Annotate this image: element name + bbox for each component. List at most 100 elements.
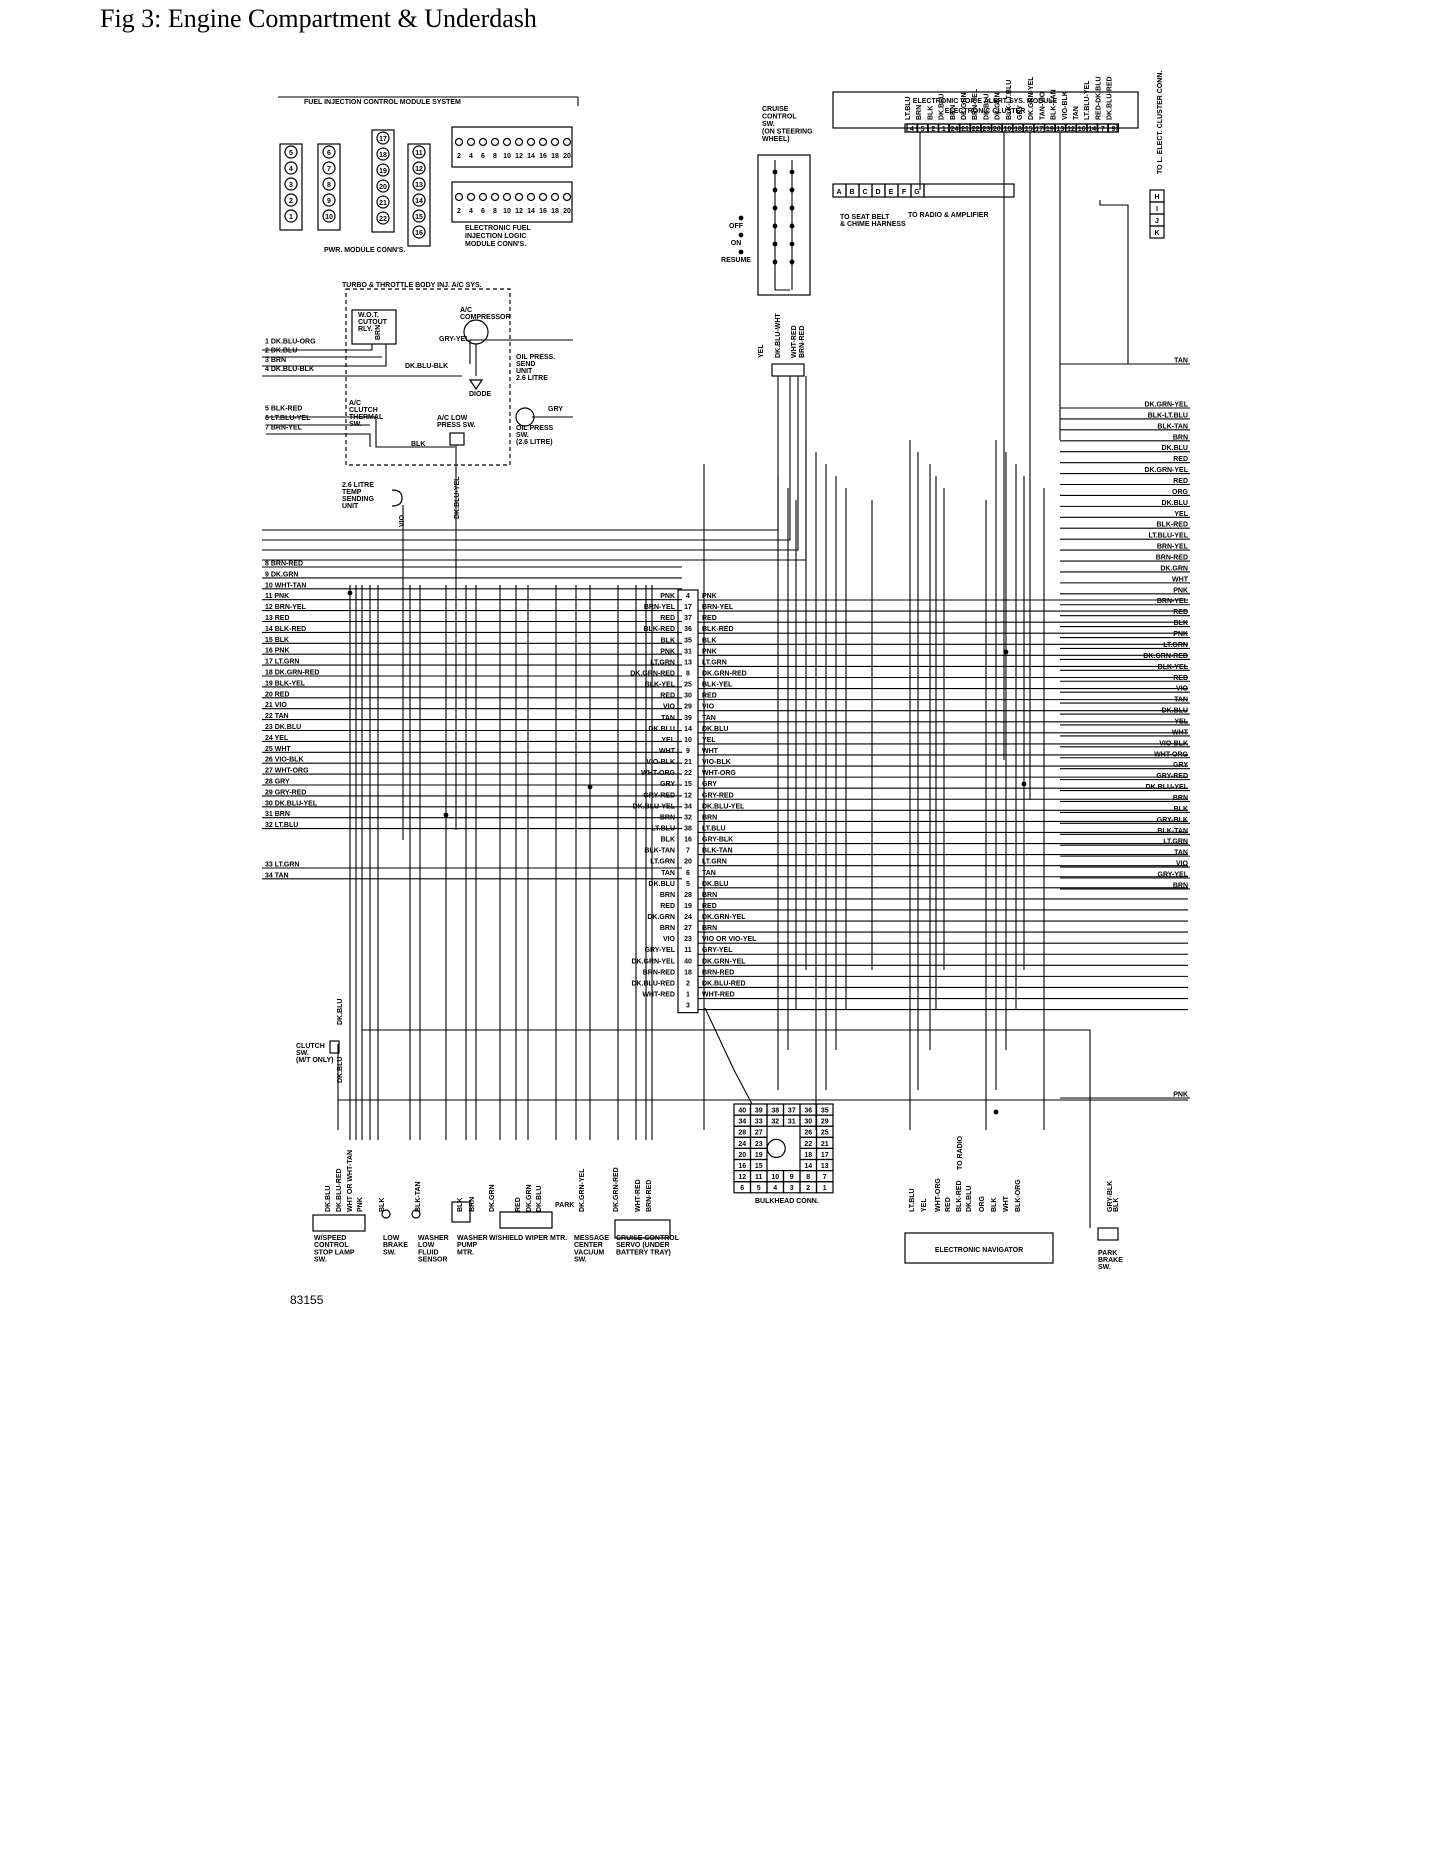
right-wire-label: GRY	[1173, 762, 1188, 769]
diode-caption: DIODE	[469, 391, 492, 398]
connector-pin-number: 11	[415, 150, 423, 157]
right-wire-label: BLK-YEL	[1158, 664, 1189, 671]
right-wire-label: WHT	[1172, 576, 1189, 583]
splice-dot	[789, 259, 795, 265]
to-radio-label: TO RADIO	[957, 1135, 964, 1170]
bulkhead-left-label: BRN	[660, 925, 675, 932]
right-wire-label: DK.GRN-YEL	[1144, 402, 1188, 409]
bottom-component-caption: BRAKE	[383, 1242, 408, 1249]
wire-label: DK.BLU	[983, 94, 990, 120]
bulkhead-left-label: DK.BLU-RED	[631, 980, 675, 987]
bulkhead-left-label: BLK	[661, 637, 675, 644]
left-wire-label: 20 RED	[265, 691, 290, 698]
wire-label: PARK	[555, 1202, 574, 1209]
left-wire-label: 7 BRN-YEL	[265, 425, 303, 432]
bulkhead-pin-number: 14	[684, 726, 692, 733]
connector-pin	[322, 145, 336, 159]
right-wire-label: BRN	[1173, 434, 1188, 441]
connector-pin-number: 18	[551, 153, 559, 160]
left-wire-label: 23 DK.BLU	[265, 724, 301, 731]
bulkhead-pin-number: 3	[686, 1003, 690, 1010]
bulkhead-grid-pin: 16	[738, 1163, 746, 1170]
wire-label: DK.BLU	[337, 999, 344, 1025]
bulkhead-grid-pin: 38	[771, 1108, 779, 1115]
wire	[262, 376, 799, 551]
temp-unit-caption: UNIT	[342, 503, 359, 510]
right-wire-label: VIO	[1176, 686, 1189, 693]
connector-pin-number: 20	[563, 153, 571, 160]
bulkhead-grid-pin: 1	[823, 1185, 827, 1192]
bottom-component-caption: WASHER	[457, 1235, 488, 1242]
wire-label: WHT OR WHT-TAN	[347, 1150, 354, 1212]
connector-pin-number: 14	[527, 208, 535, 215]
right-wire-label: TAN	[1174, 358, 1188, 365]
evas-pin-number: 7	[1101, 126, 1105, 133]
left-wire-label: 25 WHT	[265, 746, 291, 753]
electronic-navigator-box	[904, 1232, 1054, 1264]
connector-pin	[514, 192, 524, 202]
bulkhead-left-label: BRN-YEL	[644, 604, 676, 611]
bulkhead-left-label: VIO	[663, 704, 676, 711]
wire-label: BRN	[375, 325, 382, 340]
bulkhead-pin-number: 34	[684, 803, 692, 810]
right-wire-label: ORG	[1172, 489, 1189, 496]
bulkhead-pin-number: 35	[684, 637, 692, 644]
right-wire-label: GRY-BLK	[1157, 817, 1188, 824]
bulkhead-grid-pin: 3	[790, 1185, 794, 1192]
wire-label: BLK	[411, 441, 425, 448]
bulkhead-caption: BULKHEAD CONN.	[755, 1198, 819, 1205]
bulkhead-grid-pin: 29	[821, 1119, 829, 1126]
pwr-connector-body	[317, 143, 341, 231]
splice-dot	[347, 590, 353, 596]
bulkhead-pin-number: 1	[686, 992, 690, 999]
connector-pin	[376, 179, 390, 193]
bulkhead-left-label: BRN	[660, 892, 675, 899]
chime-pin-letter: B	[849, 189, 854, 196]
bulkhead-left-label: GRY-RED	[643, 792, 675, 799]
park-brake-switch	[1097, 1227, 1119, 1241]
bulkhead-left-label: PNK	[660, 648, 675, 655]
wire-label: LT.BLU	[905, 96, 912, 120]
bulkhead-pin-number: 20	[684, 859, 692, 866]
chime-pin-letter: C	[862, 189, 867, 196]
connector-pin	[562, 137, 572, 147]
bulkhead-right-label: DK.GRN-RED	[702, 670, 747, 677]
park-brake-caption: SW.	[1098, 1264, 1111, 1271]
connector-pin-number: 6	[481, 208, 485, 215]
wire-label: DK.BLU-RED	[336, 1168, 343, 1212]
wire	[469, 339, 573, 364]
bulkhead-grid-pin: 18	[804, 1152, 812, 1159]
connector-pin-number: 20	[563, 208, 571, 215]
connector-pin-number: 4	[469, 153, 473, 160]
right-wire-label: DK.BLU	[1162, 708, 1188, 715]
connector-pin	[478, 137, 488, 147]
connector-pin	[478, 192, 488, 202]
evas-pin-number: 15	[1025, 126, 1033, 133]
to-cluster-label: TO L. ELECT. CLUSTER CONN.	[1157, 71, 1164, 174]
left-wire-label: 24 YEL	[265, 735, 289, 742]
bottom-component-caption: SW.	[383, 1249, 396, 1256]
bulkhead-left-label: GRY-YEL	[645, 947, 676, 954]
bulkhead-grid-pin: 35	[821, 1108, 829, 1115]
wot-relay-caption: W.O.T.	[358, 312, 379, 319]
bulkhead-center-bolt	[766, 1138, 786, 1159]
bulkhead-grid-pin: 17	[821, 1152, 829, 1159]
evas-pin-number: 24	[951, 126, 959, 133]
connector-pin	[550, 137, 560, 147]
pwr-connector-body	[371, 129, 395, 233]
right-wire-label: BLK	[1174, 806, 1188, 813]
bulkhead-right-label: BRN	[702, 814, 717, 821]
bulkhead-pin-number: 39	[684, 715, 692, 722]
connector-pin-number: 21	[379, 200, 387, 207]
right-wire-label: DK.GRN	[1160, 565, 1188, 572]
wire-label: GRY-BLK	[1107, 1181, 1114, 1212]
right-wire-label: RED	[1173, 456, 1188, 463]
cruise-servo	[614, 1219, 671, 1239]
left-wire-label: 28 GRY	[265, 779, 290, 786]
connector-pin	[376, 195, 390, 209]
wire	[262, 376, 779, 531]
bulkhead-leader	[704, 1007, 753, 1105]
bulkhead-grid-pin: 5	[757, 1185, 761, 1192]
evas-pin-number: 4	[910, 126, 914, 133]
washer-fluid-sensor	[411, 1209, 421, 1219]
